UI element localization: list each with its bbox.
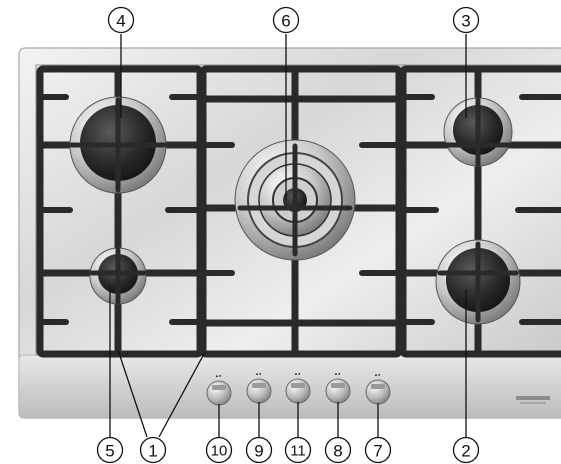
callout-3-label: 3 (461, 12, 470, 31)
callout-2-label: 2 (461, 442, 470, 461)
svg-text:▲●: ▲● (294, 371, 301, 376)
callout-1-label: 1 (148, 442, 157, 461)
svg-text:▲●: ▲● (334, 371, 341, 376)
callout-11-label: 11 (290, 443, 306, 460)
svg-text:▲●: ▲● (374, 372, 381, 377)
callout-9-label: 9 (254, 442, 263, 461)
callout-6-label: 6 (281, 12, 290, 31)
callout-8-label: 8 (333, 442, 342, 461)
callout-5-label: 5 (105, 442, 114, 461)
brand-logo (516, 396, 550, 404)
callout-4-label: 4 (116, 12, 125, 31)
svg-text:▲●: ▲● (215, 373, 222, 378)
callout-10-label: 10 (211, 443, 228, 460)
callout-7-label: 7 (373, 442, 382, 461)
svg-text:▲●: ▲● (255, 371, 262, 376)
